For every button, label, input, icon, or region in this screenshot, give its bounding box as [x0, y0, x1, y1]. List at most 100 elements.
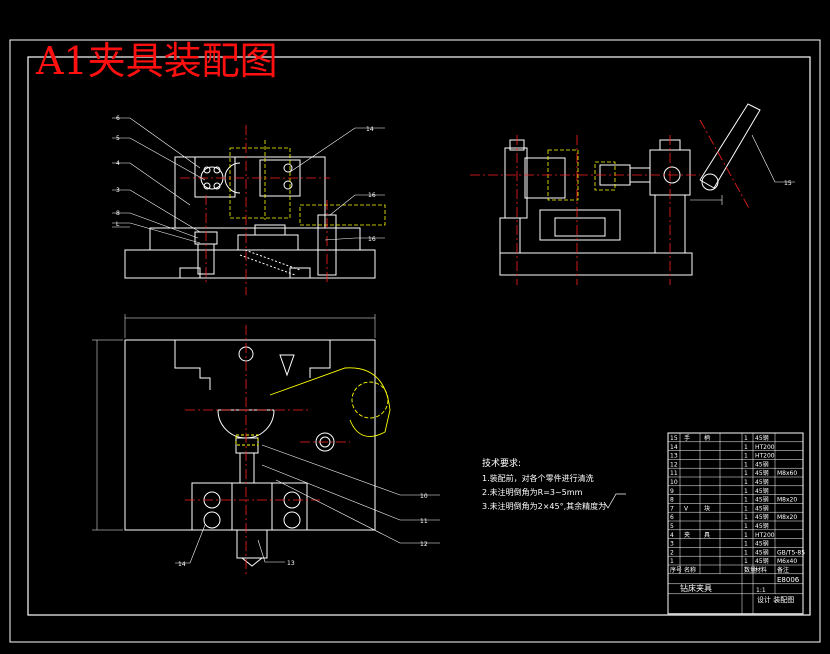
tech-notes-heading: 技术要求:: [482, 457, 521, 469]
bom-header-cell: 备注: [777, 566, 789, 574]
bom-cell: 45钢: [755, 522, 769, 530]
drawing-scale: 1:1: [756, 587, 766, 594]
bom-cell: 1: [744, 514, 748, 521]
bom-cell: 具: [704, 532, 710, 539]
roughness-symbol: [603, 493, 626, 509]
bom-cell: 1: [744, 505, 748, 512]
bom-cell: HT200: [755, 444, 775, 451]
bom-cell: 45钢: [755, 513, 769, 521]
side-view-centerlines: [470, 119, 751, 285]
bom-cell: 块: [704, 504, 710, 512]
bom-cell: 1: [744, 461, 748, 468]
front-view: [124, 156, 376, 279]
bom-cell: 手: [684, 434, 690, 442]
bom-cell: 1: [744, 541, 748, 548]
bom-cell: 45钢: [755, 487, 769, 495]
bom-cell: 1: [744, 479, 748, 486]
inner-frame: [27, 56, 811, 616]
plan-view-leaders: [175, 444, 440, 564]
bom-cell: 45钢: [755, 469, 769, 477]
callout-12: 12: [420, 541, 428, 548]
bom-cell: 1: [744, 444, 748, 451]
bom-cell: 14: [670, 444, 678, 451]
bom-header-cell: 数量: [744, 566, 756, 574]
bom-cell: 1: [744, 497, 748, 504]
front-view-centerlines: [180, 125, 330, 295]
bom-cell: 4: [670, 532, 674, 539]
callout-16-a: 16: [368, 192, 376, 199]
callout-14-top: 14: [366, 126, 374, 133]
bom-cell: M6x40: [777, 558, 797, 565]
tech-note-1: 1.装配前，对各个零件进行清洗: [482, 473, 594, 483]
bom-cell: 3: [670, 541, 674, 548]
bom-cell: 12: [670, 461, 678, 468]
bom-cell: 5: [670, 523, 674, 530]
bom-cell: 13: [670, 453, 678, 460]
bom-frame: [667, 432, 804, 615]
bom-cell: 1: [744, 558, 748, 565]
bom-cell: 柄: [704, 434, 710, 442]
bom-cell: 6: [670, 514, 674, 521]
bom-cell: 1: [744, 532, 748, 539]
side-view: [499, 103, 761, 276]
callout-14-bottom: 14: [178, 561, 186, 568]
bom-cell: V: [684, 505, 689, 512]
callout-8: 8: [116, 210, 120, 217]
outer-frame: [9, 39, 821, 643]
tech-note-2: 2.未注明倒角为R=3~5mm: [482, 487, 583, 497]
callout-l: L: [116, 221, 120, 228]
bom-cell: 45钢: [755, 540, 769, 548]
drawing-title: A1夹具装配图: [35, 39, 278, 83]
callout-11: 11: [420, 518, 428, 525]
tech-note-3: 3.未注明倒角为2×45°,其余精度为: [482, 501, 606, 511]
bom-cell: 8: [670, 497, 674, 504]
bom-cell: 45钢: [755, 496, 769, 504]
bom-cell: 夹: [684, 531, 690, 539]
bom-cell: 45钢: [755, 548, 769, 556]
callout-4: 4: [116, 160, 120, 167]
drawing-number: E8006: [777, 576, 800, 584]
bom-cell: 15: [670, 435, 678, 442]
bom-cell: 2: [670, 549, 674, 556]
bom-cell: 45钢: [755, 460, 769, 468]
bom-cell: M8x60: [777, 470, 797, 477]
callout-13: 13: [287, 560, 295, 567]
callout-10: 10: [420, 493, 428, 500]
bom-header-cell: 序号: [670, 566, 682, 574]
bom-cell: 1: [744, 488, 748, 495]
drawing-school: 设计 装配图: [757, 595, 794, 604]
bom-cell: 9: [670, 488, 674, 495]
front-view-hidden: [229, 140, 386, 226]
plan-view-centerlines: [185, 325, 350, 575]
callout-3: 3: [116, 187, 120, 194]
bom-cell: 11: [670, 470, 678, 477]
bom-cell: 45钢: [755, 478, 769, 486]
bom-cell: M8x20: [777, 514, 797, 521]
drawing-name: 钻床夹具: [680, 583, 712, 593]
callout-15: 15: [784, 180, 792, 187]
bom-cell: 10: [670, 479, 678, 486]
bom-cell: 45钢: [755, 504, 769, 512]
callout-5: 5: [116, 135, 120, 142]
bom-header-cell: 名称: [684, 566, 696, 574]
bom-cell: HT200: [755, 532, 775, 539]
bom-cell: GB/T5-85: [777, 549, 805, 556]
bom-cell: 1: [744, 435, 748, 442]
side-view-leaders: [690, 134, 795, 205]
bom-header-cell: 材料: [755, 566, 767, 574]
callout-6: 6: [116, 115, 120, 122]
bom-cell: 7: [670, 505, 674, 512]
callout-16-b: 16: [368, 236, 376, 243]
plan-view-handle: [235, 367, 391, 446]
plan-view-dimensions: [92, 314, 376, 531]
bom-cell: 45钢: [755, 434, 769, 442]
bom-cell: HT200: [755, 453, 775, 460]
bom-cell: 1: [744, 549, 748, 556]
bom-cell: 45钢: [755, 557, 769, 565]
plan-view: [124, 339, 376, 567]
front-view-leaders: [112, 117, 385, 244]
bom-cell: 1: [744, 453, 748, 460]
